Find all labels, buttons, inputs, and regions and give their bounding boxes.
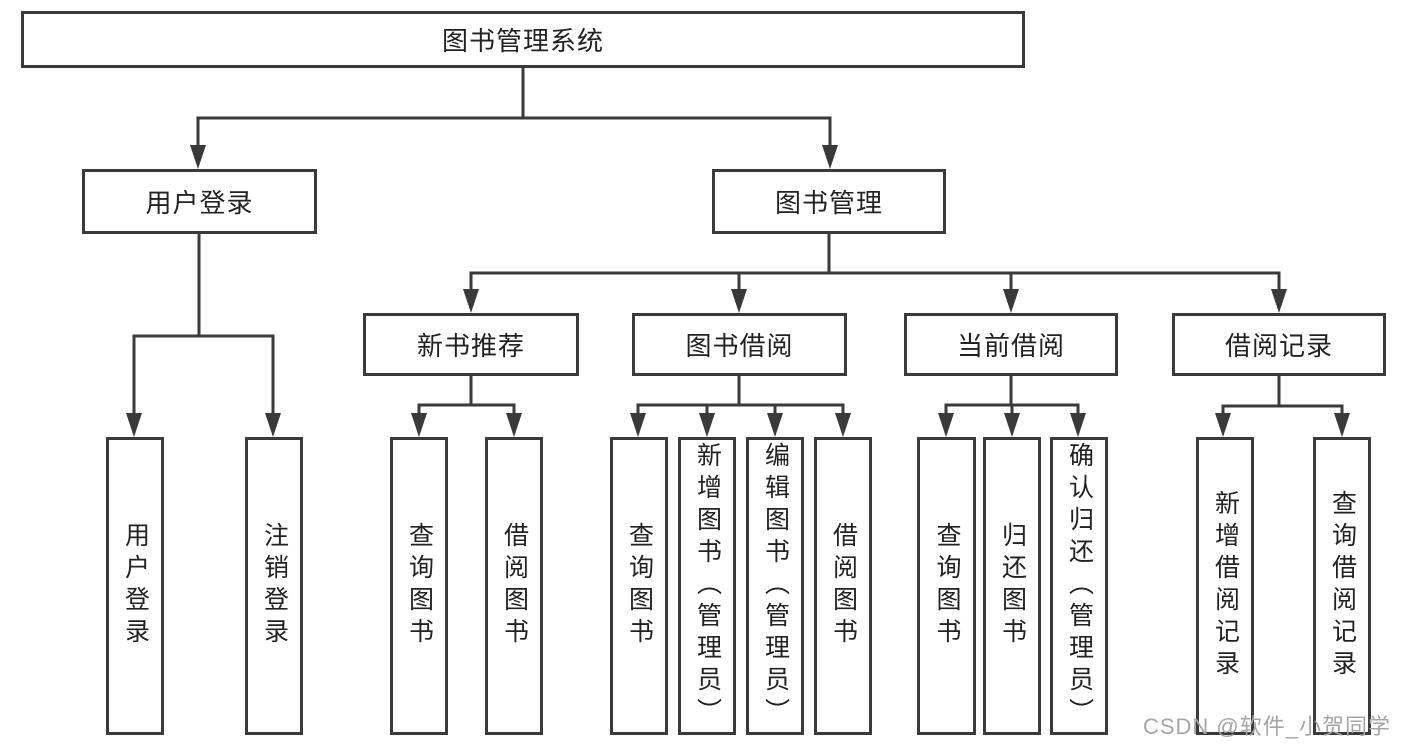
- node-user-login-group: 用户登录: [82, 169, 317, 234]
- leaf-query-borrow-record: 查询借阅记录: [1313, 437, 1371, 735]
- node-label: 图书管理系统: [441, 26, 604, 56]
- node-label: 新书推荐: [416, 331, 525, 361]
- node-label: 编辑图书（管理员）: [761, 442, 790, 730]
- node-library-management-system: 图书管理系统: [21, 11, 1025, 68]
- leaf-confirm-return-admin: 确认归还（管理员）: [1050, 437, 1108, 735]
- node-label: 借阅图书: [829, 522, 858, 650]
- node-label: 用户登录: [145, 188, 254, 218]
- node-borrow-record: 借阅记录: [1172, 313, 1386, 376]
- leaf-query-book-2: 查询图书: [610, 437, 668, 735]
- node-label: 借阅记录: [1224, 331, 1333, 361]
- leaf-user-login: 用户登录: [106, 437, 164, 735]
- node-label: 图书借阅: [685, 331, 794, 361]
- node-book-management: 图书管理: [712, 169, 946, 234]
- node-current-borrow: 当前借阅: [904, 313, 1118, 376]
- node-label: 当前借阅: [956, 331, 1065, 361]
- csdn-watermark: CSDN @软件_小贺同学: [1142, 714, 1391, 739]
- leaf-borrow-book-1: 借阅图书: [485, 437, 543, 735]
- node-label: 归还图书: [998, 522, 1027, 650]
- leaf-edit-book-admin: 编辑图书（管理员）: [746, 437, 804, 735]
- leaf-query-book-3: 查询图书: [917, 437, 976, 735]
- leaf-borrow-book-2: 借阅图书: [814, 437, 872, 735]
- arrowhead-icons: [126, 145, 1350, 437]
- node-label: 新增借阅记录: [1211, 490, 1240, 682]
- leaf-logout: 注销登录: [245, 437, 303, 735]
- leaf-add-borrow-record: 新增借阅记录: [1196, 437, 1254, 735]
- leaf-return-book: 归还图书: [983, 437, 1041, 735]
- node-book-borrow: 图书借阅: [632, 313, 847, 376]
- leaf-query-book-1: 查询图书: [390, 437, 448, 735]
- node-new-book-recommend: 新书推荐: [363, 313, 579, 376]
- node-label: 借阅图书: [500, 522, 529, 650]
- node-label: 查询借阅记录: [1328, 490, 1357, 682]
- node-label: 注销登录: [260, 522, 289, 650]
- node-label: 查询图书: [405, 522, 434, 650]
- node-label: 用户登录: [121, 522, 150, 650]
- leaf-add-book-admin: 新增图书（管理员）: [678, 437, 736, 735]
- node-label: 查询图书: [625, 522, 654, 650]
- node-label: 新增图书（管理员）: [693, 442, 722, 730]
- node-label: 查询图书: [933, 522, 961, 650]
- node-label: 确认归还（管理员）: [1065, 442, 1094, 730]
- node-label: 图书管理: [774, 188, 883, 218]
